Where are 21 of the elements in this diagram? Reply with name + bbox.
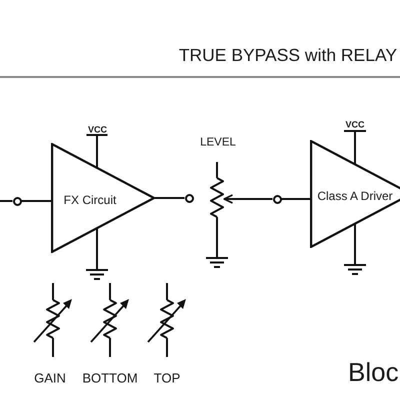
supply-label: VCC bbox=[88, 125, 107, 134]
wire bbox=[155, 197, 184, 199]
amplifier-symbol bbox=[51, 143, 155, 253]
potentiometer-symbol bbox=[210, 162, 224, 242]
supply-label: VCC bbox=[346, 120, 364, 130]
wire bbox=[22, 200, 51, 202]
wire bbox=[282, 198, 310, 200]
amplifier-label: FX Circuit bbox=[64, 194, 116, 206]
diagram-title: TRUE BYPASS with RELAY bbox=[178, 47, 397, 64]
heading-text: Bloc bbox=[348, 359, 399, 385]
amplifier-symbol bbox=[310, 140, 400, 248]
terminal-icon bbox=[272, 194, 282, 204]
terminal-icon bbox=[184, 194, 194, 202]
control-label: TOP bbox=[154, 372, 180, 384]
terminal-icon bbox=[12, 196, 22, 206]
control-label: GAIN bbox=[34, 372, 66, 384]
control-label: BOTTOM bbox=[82, 372, 138, 384]
control-label: LEVEL bbox=[200, 137, 236, 149]
wire bbox=[0, 200, 12, 202]
amplifier-label: Class A Driver bbox=[317, 190, 393, 202]
arrow bbox=[223, 194, 272, 204]
